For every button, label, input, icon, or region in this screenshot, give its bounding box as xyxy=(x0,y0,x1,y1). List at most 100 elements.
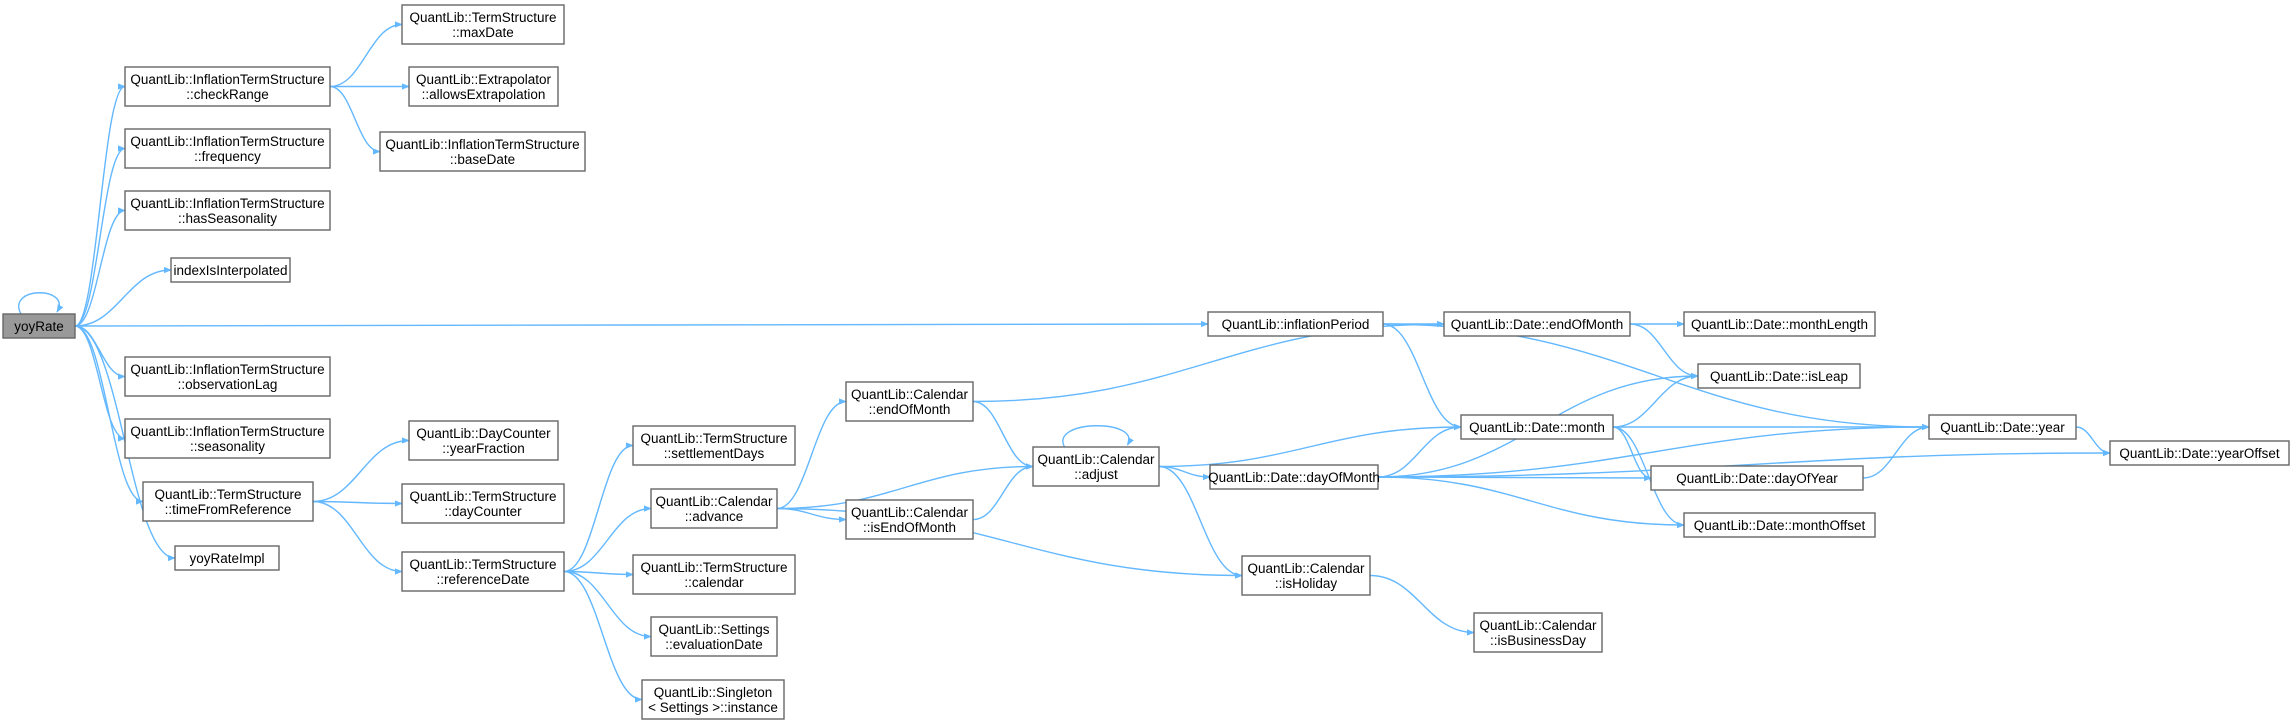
edge-yoyRate-to-timeFromReference xyxy=(74,325,144,505)
edge-timeFromReference-to-yearFraction xyxy=(312,437,410,503)
edge-advance-to-calEndOfMonth xyxy=(776,398,847,510)
node-label: QuantLib::Singleton xyxy=(654,685,773,700)
node-box xyxy=(1928,414,2077,440)
node-box xyxy=(124,190,331,231)
node-year-fraction[interactable]: QuantLib::DayCounter::yearFraction xyxy=(408,420,559,461)
node-index-is-interpolated[interactable]: indexIsInterpolated xyxy=(170,257,291,283)
node-year[interactable]: QuantLib::Date::year xyxy=(1928,414,2077,440)
node-label: < Settings >::instance xyxy=(648,700,778,715)
edge-dayOfYear-to-year xyxy=(1862,423,1930,479)
node-observation-lag[interactable]: QuantLib::InflationTermStructure::observ… xyxy=(124,356,331,397)
node-box xyxy=(632,425,796,466)
node-label: QuantLib::InflationTermStructure xyxy=(385,137,579,152)
node-label: ::advance xyxy=(685,509,744,524)
node-yoy-rate[interactable]: yoyRate xyxy=(2,313,76,339)
node-box xyxy=(1032,446,1160,487)
node-cal-end-of-month[interactable]: QuantLib::Calendar::endOfMonth xyxy=(845,381,974,422)
node-box xyxy=(845,499,974,540)
node-allows-extrapolation[interactable]: QuantLib::Extrapolator::allowsExtrapolat… xyxy=(408,66,559,107)
node-label: ::checkRange xyxy=(186,87,269,102)
node-adjust[interactable]: QuantLib::Calendar::adjust xyxy=(1032,446,1160,487)
node-box xyxy=(1241,555,1371,596)
node-label: ::maxDate xyxy=(452,25,514,40)
edge-referenceDate-to-advance xyxy=(563,505,652,573)
node-box xyxy=(845,381,974,422)
node-box xyxy=(124,66,331,107)
node-has-seasonality[interactable]: QuantLib::InflationTermStructure::hasSea… xyxy=(124,190,331,231)
edge-adjust-to-month xyxy=(1158,423,1462,468)
node-label: QuantLib::Calendar xyxy=(851,387,969,402)
node-label: QuantLib::Calendar xyxy=(1037,452,1155,467)
node-box xyxy=(1209,464,1379,490)
node-box xyxy=(1207,311,1384,337)
node-instance[interactable]: QuantLib::Singleton< Settings >::instanc… xyxy=(641,679,785,720)
node-box xyxy=(650,616,778,657)
edge-layer xyxy=(18,21,2111,703)
node-label: ::isBusinessDay xyxy=(1490,633,1586,648)
node-label: QuantLib::Calendar xyxy=(655,494,773,509)
node-advance[interactable]: QuantLib::Calendar::advance xyxy=(650,488,778,529)
edge-timeFromReference-to-dayCounter xyxy=(312,500,403,507)
node-settlement-days[interactable]: QuantLib::TermStructure::settlementDays xyxy=(632,425,796,466)
node-label: yoyRate xyxy=(14,319,64,334)
node-reference-date[interactable]: QuantLib::TermStructure::referenceDate xyxy=(401,551,565,592)
node-box xyxy=(1697,363,1861,389)
node-year-offset[interactable]: QuantLib::Date::yearOffset xyxy=(2109,440,2290,466)
node-ts-calendar[interactable]: QuantLib::TermStructure::calendar xyxy=(632,554,796,595)
node-label: ::seasonality xyxy=(190,439,265,454)
node-time-from-reference[interactable]: QuantLib::TermStructure::timeFromReferen… xyxy=(142,481,314,522)
node-label: QuantLib::Date::yearOffset xyxy=(2119,446,2280,461)
edge-yoyRate-to-indexIsInterpolated xyxy=(74,266,172,327)
node-day-counter[interactable]: QuantLib::TermStructure::dayCounter xyxy=(401,483,565,524)
node-day-of-year[interactable]: QuantLib::Date::dayOfYear xyxy=(1650,465,1864,491)
node-frequency[interactable]: QuantLib::InflationTermStructure::freque… xyxy=(124,128,331,169)
node-is-leap[interactable]: QuantLib::Date::isLeap xyxy=(1697,363,1861,389)
edge-month-to-isLeap xyxy=(1612,372,1699,428)
edge-dayOfMonth-to-yearOffset xyxy=(1377,449,2111,478)
node-is-end-of-month[interactable]: QuantLib::Calendar::isEndOfMonth xyxy=(845,499,974,540)
edge-referenceDate-to-evaluationDate xyxy=(563,570,652,640)
node-box xyxy=(379,131,586,172)
node-box xyxy=(124,418,331,459)
node-day-of-month[interactable]: QuantLib::Date::dayOfMonth xyxy=(1208,464,1380,490)
node-box xyxy=(1460,414,1614,440)
node-box xyxy=(401,483,565,524)
node-yoy-rate-impl[interactable]: yoyRateImpl xyxy=(174,545,280,571)
node-max-date[interactable]: QuantLib::TermStructure::maxDate xyxy=(401,4,565,45)
node-label: QuantLib::Date::dayOfYear xyxy=(1676,471,1838,486)
node-is-holiday[interactable]: QuantLib::Calendar::isHoliday xyxy=(1241,555,1371,596)
node-month-offset[interactable]: QuantLib::Date::monthOffset xyxy=(1683,512,1876,538)
node-box xyxy=(641,679,785,720)
node-check-range[interactable]: QuantLib::InflationTermStructure::checkR… xyxy=(124,66,331,107)
edge-month-to-monthOffset xyxy=(1612,426,1685,529)
edge-isEndOfMonth-to-adjust xyxy=(972,463,1034,521)
node-month-length[interactable]: QuantLib::Date::monthLength xyxy=(1683,311,1876,337)
node-box xyxy=(142,481,314,522)
edge-referenceDate-to-instance xyxy=(563,570,643,703)
node-box xyxy=(401,551,565,592)
node-seasonality[interactable]: QuantLib::InflationTermStructure::season… xyxy=(124,418,331,459)
node-label: QuantLib::TermStructure xyxy=(409,489,556,504)
edge-dayOfMonth-to-year xyxy=(1377,423,1930,478)
node-label: ::allowsExtrapolation xyxy=(422,87,546,102)
node-label: QuantLib::Date::month xyxy=(1469,420,1605,435)
edge-dateEndOfMonth-to-isLeap xyxy=(1629,323,1699,380)
node-box xyxy=(170,257,291,283)
edge-inflationPeriod-to-month xyxy=(1382,323,1462,431)
node-box xyxy=(124,128,331,169)
node-box xyxy=(1443,311,1631,337)
node-label: ::settlementDays xyxy=(664,446,765,461)
node-box xyxy=(124,356,331,397)
node-label: QuantLib::InflationTermStructure xyxy=(130,196,324,211)
node-inflation-period[interactable]: QuantLib::inflationPeriod xyxy=(1207,311,1384,337)
node-date-end-of-month[interactable]: QuantLib::Date::endOfMonth xyxy=(1443,311,1631,337)
node-base-date[interactable]: QuantLib::InflationTermStructure::baseDa… xyxy=(379,131,586,172)
node-label: QuantLib::Date::isLeap xyxy=(1710,369,1848,384)
node-label: yoyRateImpl xyxy=(189,551,264,566)
node-evaluation-date[interactable]: QuantLib::Settings::evaluationDate xyxy=(650,616,778,657)
node-label: ::frequency xyxy=(194,149,261,164)
node-is-business-day[interactable]: QuantLib::Calendar::isBusinessDay xyxy=(1473,612,1603,653)
edge-adjust-to-adjust xyxy=(1062,425,1134,448)
node-label: QuantLib::Extrapolator xyxy=(416,72,552,87)
node-month[interactable]: QuantLib::Date::month xyxy=(1460,414,1614,440)
